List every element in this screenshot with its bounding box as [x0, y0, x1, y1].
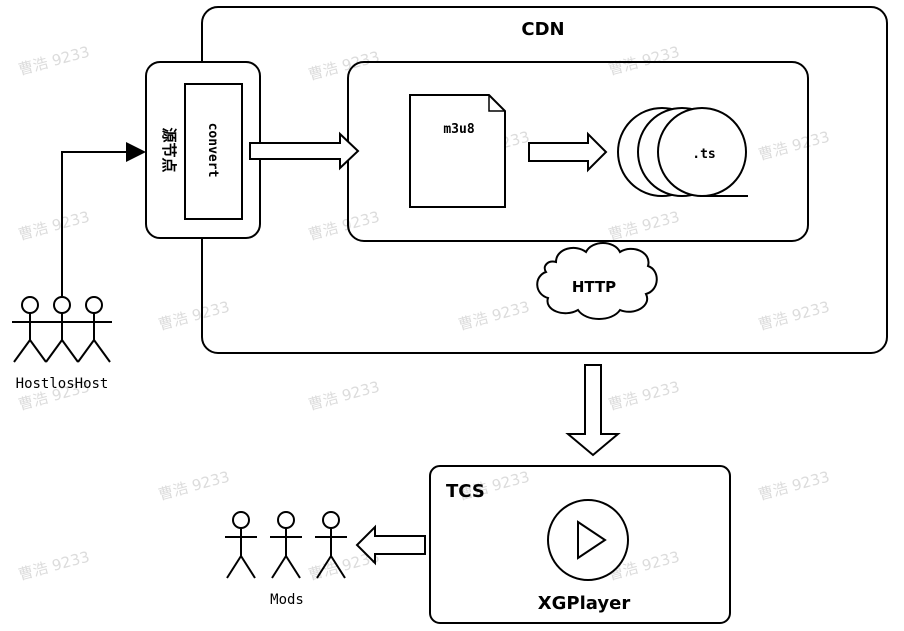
block-arrow-down: [565, 364, 621, 457]
m3u8-document-icon: [409, 94, 506, 208]
convert-box: [184, 83, 243, 220]
ts-segments-icon: [617, 107, 748, 197]
watermark: 曹浩 9233: [606, 208, 681, 244]
m3u8-label: m3u8: [443, 122, 474, 137]
block-arrow-right: [249, 131, 360, 171]
mods-label: Mods: [270, 592, 304, 608]
watermark: 曹浩 9233: [756, 468, 831, 504]
http-cloud-icon: [536, 242, 658, 320]
watermark: 曹浩 9233: [756, 128, 831, 164]
watermark: 曹浩 9233: [606, 43, 681, 79]
block-arrow-right: [528, 131, 608, 173]
mods-actors-icon: [225, 511, 347, 579]
watermark: 曹浩 9233: [16, 208, 91, 244]
play-button-icon: [547, 499, 629, 581]
watermark: 曹浩 9233: [306, 48, 381, 84]
watermark: 曹浩 9233: [306, 378, 381, 414]
block-arrow-left: [355, 524, 426, 566]
tcs-container: [429, 465, 731, 624]
hosts-label: HostlosHost: [16, 376, 109, 392]
watermark: 曹浩 9233: [156, 468, 231, 504]
watermark: 曹浩 9233: [16, 43, 91, 79]
player-label: XGPlayer: [538, 593, 631, 614]
host-actors-icon: [12, 296, 112, 363]
cdn-title: CDN: [521, 19, 564, 40]
watermark: 曹浩 9233: [156, 298, 231, 334]
tcs-title: TCS: [446, 481, 485, 502]
watermark: 曹浩 9233: [606, 378, 681, 414]
watermark: 曹浩 9233: [756, 298, 831, 334]
convert-label: convert: [205, 123, 220, 178]
ts-label: .ts: [692, 147, 715, 162]
source-node-label: 源节点: [160, 127, 178, 172]
hosts-connector-arrow: [61, 142, 146, 297]
document-fold: [488, 95, 505, 112]
cdn-container: [201, 6, 888, 354]
watermark: 曹浩 9233: [16, 548, 91, 584]
watermark: 曹浩 9233: [456, 298, 531, 334]
http-label: HTTP: [572, 278, 616, 296]
watermark: 曹浩 9233: [306, 208, 381, 244]
